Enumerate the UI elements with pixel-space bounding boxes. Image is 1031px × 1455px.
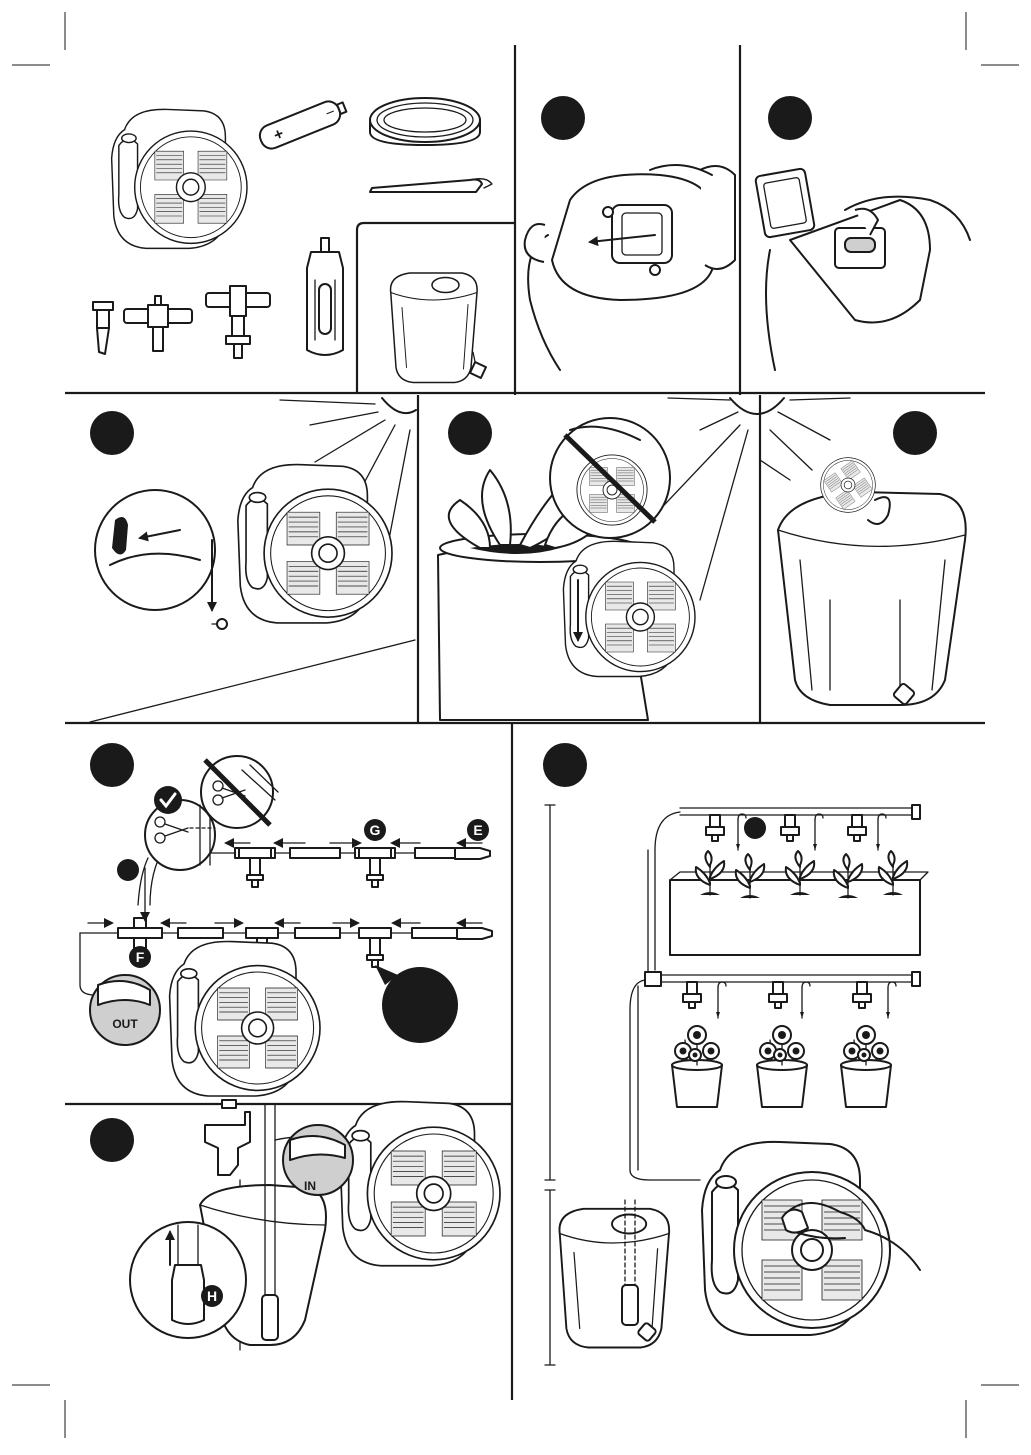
planter-box [670, 880, 920, 955]
step-marker [90, 411, 134, 455]
tool [370, 179, 492, 192]
step-marker [893, 411, 937, 455]
label-in: IN [304, 1179, 316, 1193]
label-f: F [136, 949, 145, 965]
step-marker [768, 96, 812, 140]
dripper-part [93, 302, 113, 354]
detail-callout [95, 490, 215, 610]
step-marker [541, 96, 585, 140]
step-marker [744, 817, 766, 839]
panel-tank-mount [778, 411, 966, 705]
panel-open-housing [525, 96, 735, 370]
step-marker [90, 1118, 134, 1162]
step-marker [117, 859, 139, 881]
screw-icon [212, 619, 227, 629]
panel-insert-battery [755, 96, 970, 370]
step-marker [448, 411, 492, 455]
panel-wall-mount [90, 398, 416, 722]
t-valve-part [206, 286, 270, 358]
t-connector-part [124, 296, 192, 351]
step-marker [543, 743, 587, 787]
filter-part [307, 238, 343, 355]
panel-drip-line: G E F OUT [80, 743, 492, 1096]
check-icon [154, 786, 182, 814]
label-e: E [473, 822, 482, 838]
battery-icon: + − [257, 96, 349, 152]
panel-contents: + − [93, 96, 492, 383]
label-out: OUT [112, 1017, 138, 1031]
tank-inset [391, 273, 478, 383]
step-marker [90, 743, 134, 787]
label-h: H [207, 1288, 217, 1304]
label-g: G [370, 822, 381, 838]
pump-unit [112, 109, 247, 248]
panel-system-overview [543, 743, 928, 1365]
battery-icon [845, 238, 875, 252]
tubing-coil [370, 98, 480, 145]
panel-fill-tank: IN H [90, 1100, 500, 1350]
